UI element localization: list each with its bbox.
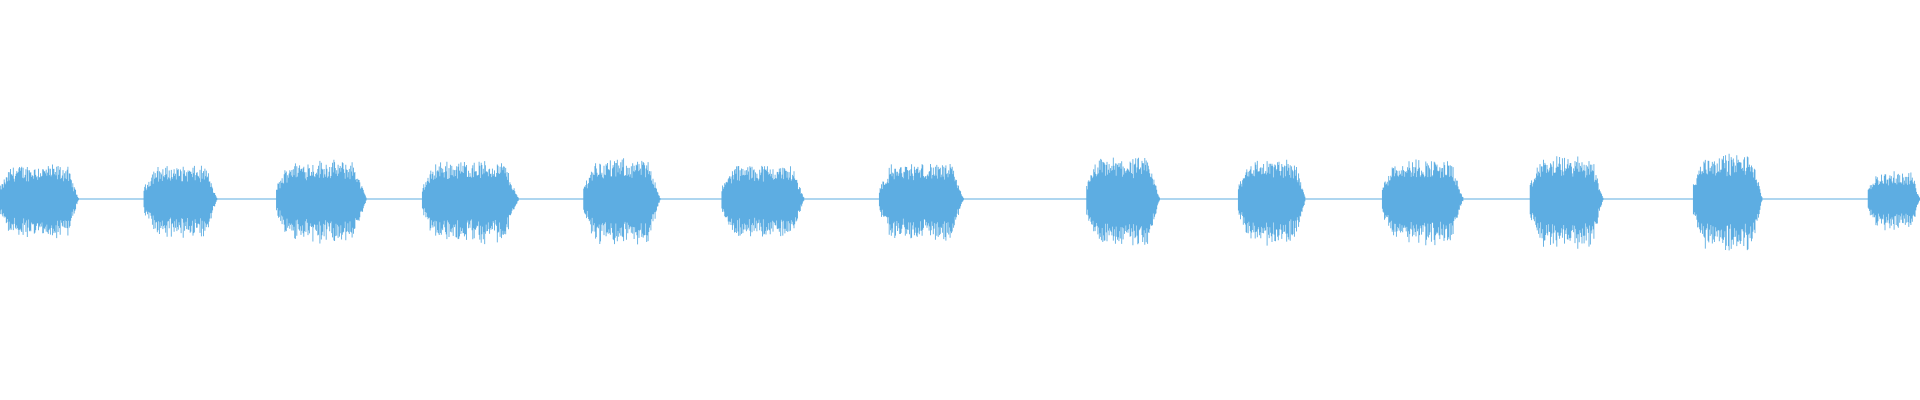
waveform-burst [276,159,367,244]
waveform-burst [1381,159,1464,246]
waveform-burst [1692,153,1763,251]
waveform-burst-path [721,165,805,237]
waveform-burst-path [421,161,519,245]
waveform-burst-path [1381,159,1464,246]
waveform-burst [1237,159,1306,246]
waveform-burst-path [878,164,964,241]
waveform-burst-path [1086,157,1160,246]
waveform-burst [421,161,519,245]
waveform-burst [583,158,661,245]
waveform-burst [143,165,218,238]
waveform-burst [0,164,79,239]
waveform-burst [1086,157,1160,246]
waveform-burst-path [1867,171,1920,231]
waveform-burst-path [0,164,79,239]
waveform-burst-path [1692,153,1763,251]
waveform-burst [1529,156,1604,249]
waveform-burst [878,164,964,241]
waveform-burst [721,165,805,237]
waveform-burst-path [1237,159,1306,246]
waveform-burst [1867,171,1920,231]
waveform-burst-path [583,158,661,245]
waveform-burst-path [1529,156,1604,249]
waveform-burst-path [276,159,367,244]
waveform-burst-path [143,165,218,238]
